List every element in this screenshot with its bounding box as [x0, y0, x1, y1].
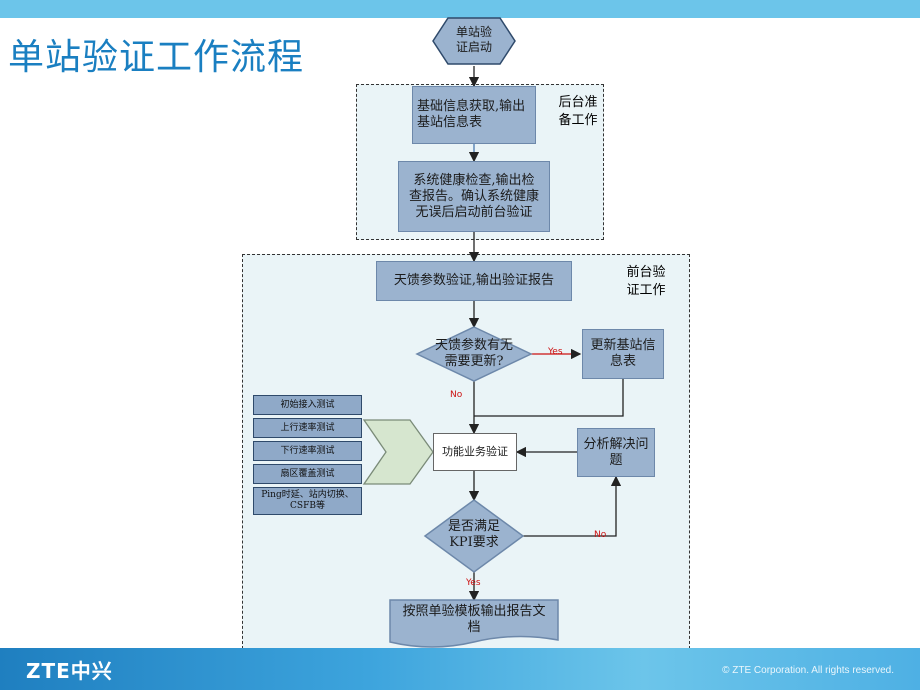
slide-title: 单站验证工作流程 — [8, 37, 305, 78]
analyze-box: 分析解决问 题 — [577, 428, 655, 477]
yes-update-label: Yes — [548, 347, 563, 357]
health-check-box: 系统健康检查,输出检 查报告。确认系统健康 无误后启动前台验证 — [398, 161, 550, 232]
edge-kpi-analyze — [523, 475, 622, 537]
update-info-box: 更新基站信 息表 — [582, 329, 664, 379]
start-node: 单站验 证启动 — [455, 25, 492, 54]
kpi-decision-label: 是否满足 KPI要求 — [447, 519, 500, 550]
backend-region-label: 后台准 备工作 — [558, 95, 598, 128]
edge-update-merge — [474, 379, 624, 417]
basic-info-box: 基础信息获取,输出 基站信息表 — [412, 86, 536, 144]
test-item-sector-coverage: 扇区覆盖测试 — [253, 464, 362, 484]
output-report-label: 按照单验模板输出报告文 档 — [402, 604, 546, 635]
no-kpi-label: No — [594, 530, 607, 540]
frontend-region-label: 前台验 证工作 — [626, 265, 666, 298]
top-bar — [0, 0, 920, 18]
service-verify-box: 功能业务验证 — [433, 433, 517, 471]
update-decision-label: 天馈参数有无 需要更新? — [434, 338, 513, 369]
zte-logo: ZTE中兴 — [26, 659, 113, 683]
test-item-uplink-rate: 上行速率测试 — [253, 418, 362, 438]
report-document-shape — [389, 599, 559, 648]
test-item-initial-access: 初始接入测试 — [253, 395, 362, 415]
antenna-verify-box: 天馈参数验证,输出验证报告 — [376, 261, 572, 301]
footer-bar — [0, 648, 920, 690]
copyright-text: © ZTE Corporation. All rights reserved. — [722, 665, 894, 676]
tests-merge-arrow — [362, 419, 434, 485]
start-hexagon — [432, 17, 516, 65]
test-item-downlink-rate: 下行速率测试 — [253, 441, 362, 461]
update-decision-diamond — [415, 326, 533, 382]
no-update-label: No — [450, 390, 463, 400]
kpi-decision-diamond — [423, 499, 525, 573]
yes-kpi-label: Yes — [466, 578, 481, 588]
test-item-ping-handover: Ping时延、站内切换、 CSFB等 — [253, 487, 362, 515]
